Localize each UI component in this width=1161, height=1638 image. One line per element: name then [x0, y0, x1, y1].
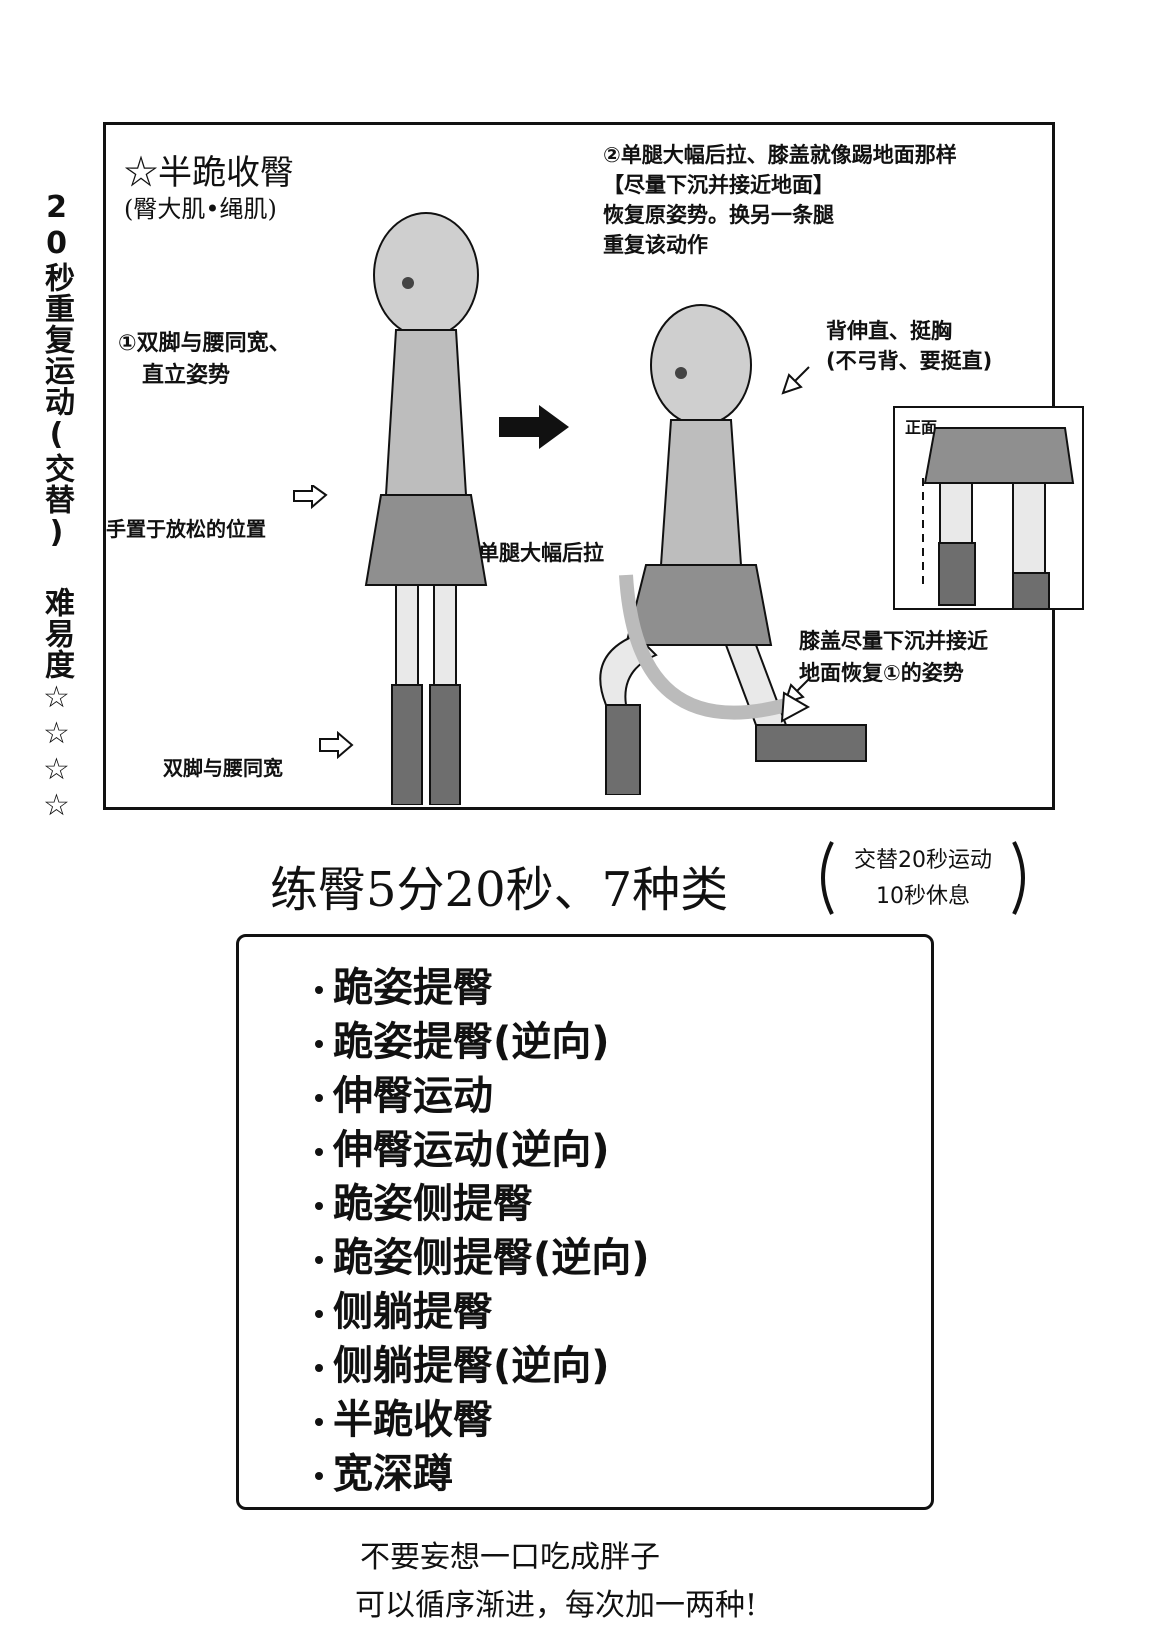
bracket-shape [821, 841, 1025, 915]
list-item: 跪姿侧提臀(逆向) [315, 1225, 650, 1283]
list-item: 伸臀运动(逆向) [315, 1117, 610, 1175]
routine-heading: 练臀5分20秒、7种类 [270, 862, 729, 918]
bullet-icon [315, 1472, 323, 1480]
exercise-list-box: 跪姿提臀 跪姿提臀(逆向) 伸臀运动 伸臀运动(逆向) 跪姿侧提臀 跪姿侧提臀(… [236, 934, 934, 1510]
hint-arrow-icon [319, 731, 354, 759]
list-item: 侧躺提臀 [315, 1279, 493, 1337]
bullet-icon [315, 1094, 323, 1102]
back-note-line2: (不弓背、要挺直) [826, 349, 993, 373]
bullet-icon [315, 1040, 323, 1048]
footer-line2: 可以循序渐进，每次加一两种! [355, 1588, 758, 1623]
footer-line1: 不要妄想一口吃成胖子 [360, 1540, 660, 1575]
step1-line2: 直立姿势 [142, 363, 231, 388]
rest-note-line1: 交替20秒运动 [854, 848, 992, 873]
standing-figure-illustration [364, 212, 488, 805]
list-item: 侧躺提臀(逆向) [315, 1333, 610, 1391]
list-item: 伸臀运动 [315, 1063, 493, 1121]
side-difficulty-label: 20秒重复运动(交替) 难易度☆☆☆☆ [39, 190, 74, 824]
hint-arrow-icon [293, 485, 328, 510]
bullet-icon [315, 1310, 323, 1318]
list-item: 跪姿提臀(逆向) [315, 1009, 610, 1067]
rest-note-line2: 10秒休息 [876, 884, 970, 909]
exercise-panel: ☆半跪收臀 (臀大肌•绳肌) ①双脚与腰同宽、 直立姿势 ②单腿大幅后拉、膝盖就… [103, 122, 1055, 810]
bullet-icon [315, 1148, 323, 1156]
step2-line1: ②单腿大幅后拉、膝盖就像踢地面那样 [603, 143, 957, 167]
leg-back-note: 单腿大幅后拉 [478, 541, 604, 565]
list-item: 跪姿提臀 [315, 955, 493, 1013]
bullet-icon [315, 1202, 323, 1210]
step2-line3: 恢复原姿势。换另一条腿 [603, 203, 834, 227]
list-item: 宽深蹲 [315, 1441, 453, 1499]
hint-arrow-icon [781, 366, 810, 395]
step2-line4: 重复该动作 [603, 233, 708, 257]
front-view-illustration [922, 427, 1075, 608]
feet-note: 双脚与腰同宽 [163, 756, 283, 780]
list-item: 跪姿侧提臀 [315, 1171, 533, 1229]
hands-note: 手置于放松的位置 [106, 517, 266, 541]
step1-line1: ①双脚与腰同宽、 [118, 331, 291, 356]
list-item: 半跪收臀 [315, 1387, 493, 1445]
front-view-label: 正面 [905, 418, 938, 437]
knee-note-line1: 膝盖尽量下沉并接近 [799, 629, 988, 653]
bullet-icon [315, 1364, 323, 1372]
lunge-figure-illustration [599, 304, 867, 795]
bullet-icon [315, 986, 323, 994]
exercise-title: ☆半跪收臀 [124, 153, 294, 193]
step2-line2: 【尽量下沉并接近地面】 [603, 173, 834, 197]
exercise-subtitle: (臀大肌•绳肌) [124, 195, 277, 223]
bullet-icon [315, 1256, 323, 1264]
bullet-icon [315, 1418, 323, 1426]
back-note-line1: 背伸直、挺胸 [826, 319, 952, 343]
front-view-inset: 正面 [893, 406, 1084, 610]
right-arrow-icon [499, 405, 569, 449]
knee-note-line2: 地面恢复①的姿势 [799, 661, 964, 685]
rest-note-bracket: 交替20秒运动 10秒休息 [818, 838, 1028, 918]
